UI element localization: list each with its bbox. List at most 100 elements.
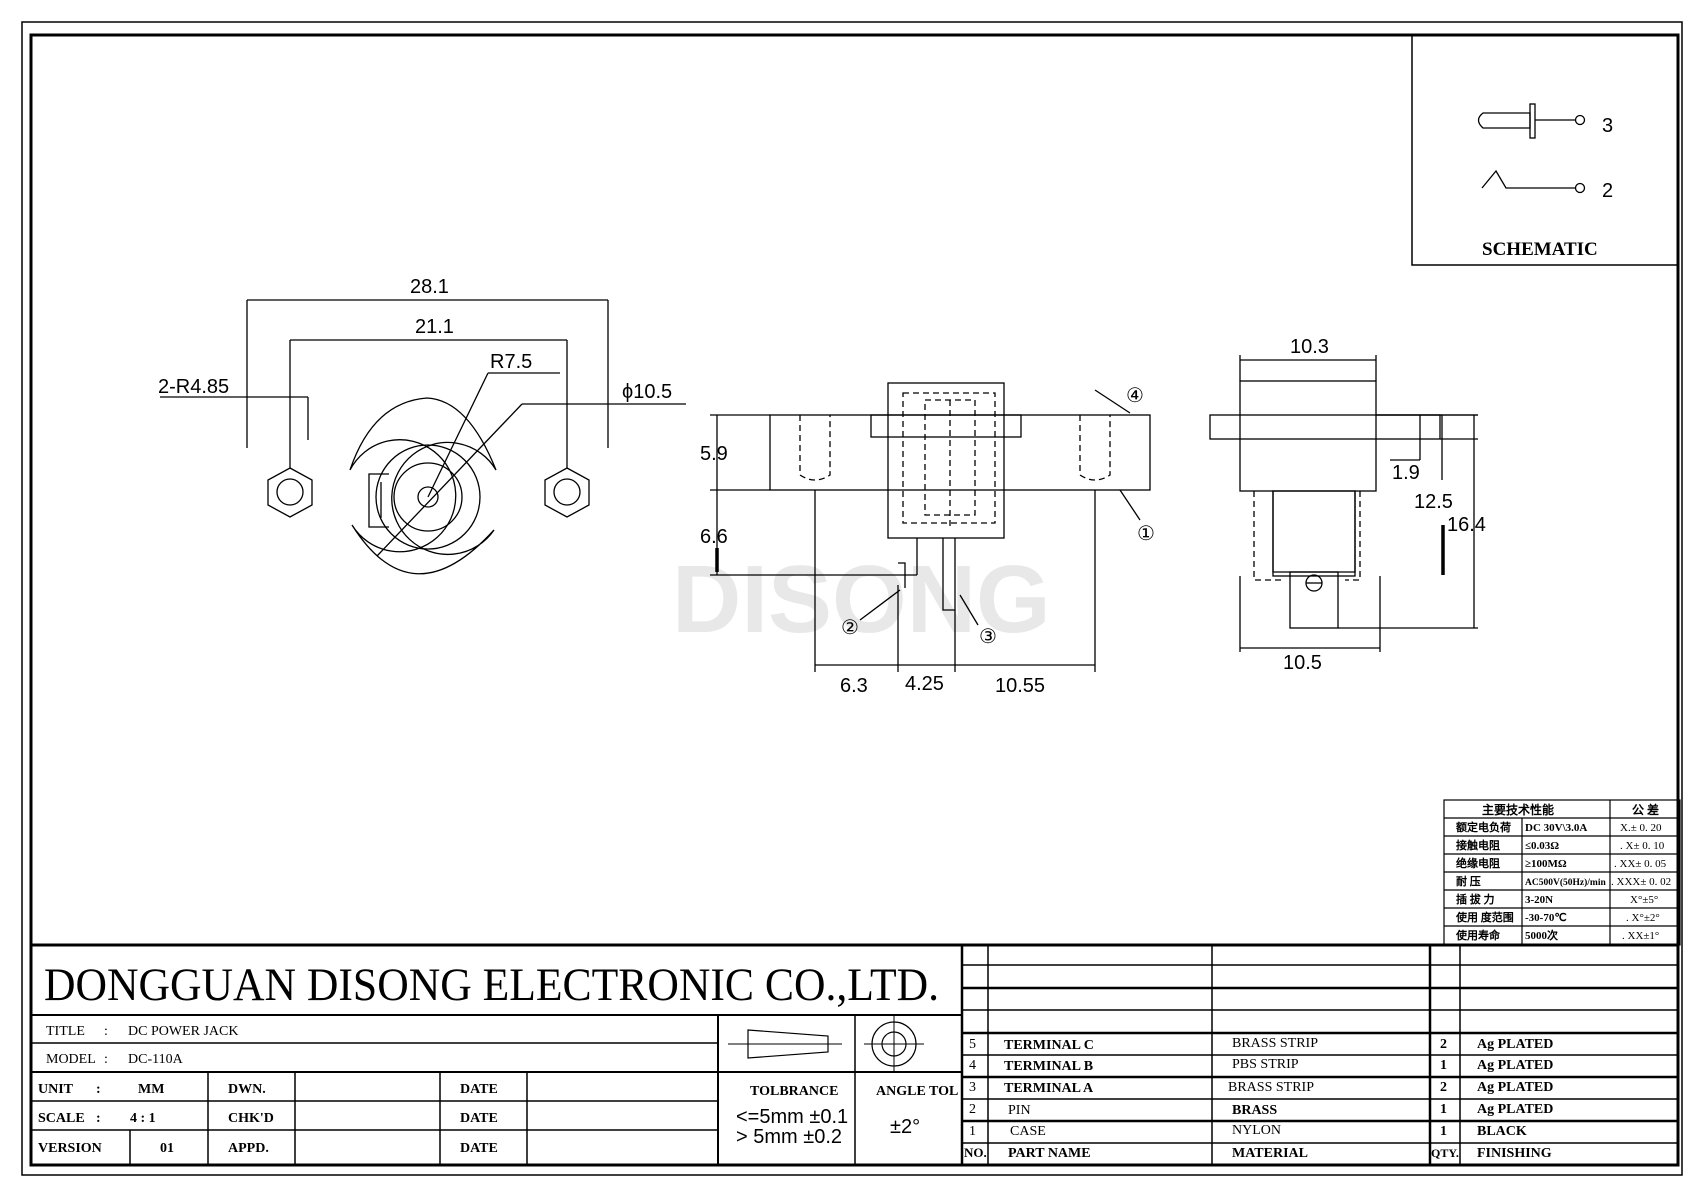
schematic-pin-3: 3 — [1602, 115, 1613, 137]
dim-10-5: 10.5 — [1283, 652, 1322, 674]
colon: : — [96, 1082, 101, 1097]
dim-16-4: 16.4 — [1447, 514, 1486, 536]
spec-tol-header: 公 差 — [1632, 802, 1659, 817]
dim-21-1: 21.1 — [415, 316, 454, 338]
tol-line-2: > 5mm ±0.2 — [736, 1126, 842, 1148]
bom-part-name: TERMINAL A — [1004, 1081, 1094, 1096]
model-label: MODEL — [46, 1052, 96, 1067]
bom-part-name: CASE — [1010, 1124, 1046, 1139]
chkd-label: CHK'D — [228, 1111, 274, 1126]
bom-rows: 5 TERMINAL C BRASS STRIP 2 Ag PLATED 4 T… — [964, 1036, 1553, 1161]
dim-6-3: 6.3 — [840, 675, 868, 697]
bom-no: 5 — [969, 1037, 976, 1052]
date-label: DATE — [460, 1111, 498, 1126]
bom-finish: Ag PLATED — [1477, 1037, 1553, 1052]
spec-header: 主要技术性能 — [1482, 802, 1554, 817]
bom-qty: 1 — [1440, 1058, 1447, 1073]
model-value: DC-110A — [128, 1052, 184, 1067]
callout-2: ② — [841, 615, 859, 639]
title-block-lines — [31, 943, 1678, 1165]
unit-fields: UNIT : MM SCALE : 4 : 1 VERSION 01 DWN. … — [38, 1082, 958, 1156]
spec-value: AC500V(50Hz)/min — [1525, 877, 1606, 888]
spec-key: 接触电阻 — [1456, 838, 1500, 852]
bom-material: BRASS — [1232, 1103, 1277, 1118]
title-fields: TITLE : DC POWER JACK MODEL : DC-110A — [46, 1024, 238, 1067]
callout-1: ① — [1137, 521, 1155, 545]
version-label: VERSION — [38, 1141, 102, 1156]
spec-key: 耐 压 — [1456, 874, 1481, 888]
dim-5-9: 5.9 — [700, 443, 728, 465]
bom-material: BRASS STRIP — [1232, 1036, 1318, 1051]
spec-value: ≥100MΩ — [1525, 858, 1567, 870]
appd-label: APPD. — [228, 1141, 269, 1156]
bom-no: 2 — [969, 1102, 976, 1117]
schematic-label: SCHEMATIC — [1482, 239, 1598, 260]
scale-label: SCALE — [38, 1111, 85, 1126]
bom-qty: 2 — [1440, 1037, 1447, 1052]
bom-no: 3 — [969, 1080, 976, 1095]
spec-key: 额定电负荷 — [1456, 820, 1511, 834]
bom-part-name: TERMINAL C — [1004, 1038, 1094, 1053]
spec-tol: . X°±2° — [1626, 912, 1660, 924]
dim-10-3: 10.3 — [1290, 336, 1329, 358]
bom-qty: 1 — [1440, 1102, 1447, 1117]
bom-finish: BLACK — [1477, 1124, 1527, 1139]
dim-6-6: 6.6 — [700, 526, 728, 548]
date-label: DATE — [460, 1082, 498, 1097]
unit-value: MM — [138, 1082, 164, 1097]
callout-3: ③ — [979, 624, 997, 648]
scale-value: 4 : 1 — [130, 1111, 156, 1126]
bom-finish: Ag PLATED — [1477, 1102, 1553, 1117]
bom-material: NYLON — [1232, 1123, 1281, 1138]
spec-value: ≤0.03Ω — [1525, 840, 1559, 852]
bom-qty: 2 — [1440, 1080, 1447, 1095]
spec-value: -30-70℃ — [1525, 912, 1567, 924]
dim-12-5: 12.5 — [1414, 491, 1453, 513]
bom-header-material: MATERIAL — [1232, 1146, 1308, 1161]
side-view — [710, 382, 1151, 672]
spec-tol: X.± 0. 20 — [1620, 822, 1662, 834]
dim-phi-10-5: ϕ10.5 — [622, 381, 672, 403]
spec-value: DC 30V\3.0A — [1525, 822, 1587, 834]
schematic-box — [1411, 35, 1678, 266]
colon: : — [104, 1052, 108, 1067]
tolerance-values: <=5mm ±0.1 > 5mm ±0.2 ±2° — [736, 1106, 920, 1148]
bom-part-name: PIN — [1008, 1103, 1031, 1118]
bom-finish: Ag PLATED — [1477, 1080, 1553, 1095]
angle-tol-label: ANGLE TOL — [876, 1084, 958, 1099]
dwn-label: DWN. — [228, 1082, 266, 1097]
tolerance-label: TOLBRANCE — [750, 1084, 838, 1099]
version-value: 01 — [160, 1141, 174, 1156]
tol-line-1: <=5mm ±0.1 — [736, 1106, 848, 1128]
spec-key: 使用寿命 — [1455, 928, 1501, 942]
bom-header-no: NO. — [964, 1145, 987, 1160]
dim-4-25: 4.25 — [905, 673, 944, 695]
bom-material: PBS STRIP — [1232, 1057, 1299, 1072]
angle-tol-value: ±2° — [890, 1116, 920, 1138]
colon: : — [96, 1111, 101, 1126]
end-view — [1209, 355, 1478, 652]
bom-header-finish: FINISHING — [1477, 1146, 1552, 1161]
spec-value: 5000次 — [1525, 928, 1558, 942]
bom-material: BRASS STRIP — [1228, 1080, 1314, 1095]
bom-qty: 1 — [1440, 1124, 1447, 1139]
date-label: DATE — [460, 1141, 498, 1156]
spec-value: 3-20N — [1525, 894, 1553, 906]
watermark: DISONG — [672, 546, 1051, 653]
spec-text: 主要技术性能 公 差 额定电负荷 DC 30V\3.0A X.± 0. 20 接… — [1455, 802, 1671, 942]
bom-finish: Ag PLATED — [1477, 1058, 1553, 1073]
title-label: TITLE — [46, 1024, 85, 1039]
front-view — [160, 299, 686, 575]
spec-tol: . XXX± 0. 02 — [1611, 876, 1671, 888]
bom-no: 1 — [969, 1124, 976, 1139]
dim-28-1: 28.1 — [410, 276, 449, 298]
schematic-pin-2: 2 — [1602, 180, 1613, 202]
title-value: DC POWER JACK — [128, 1024, 238, 1039]
bom-header-qty: QTY. — [1431, 1146, 1459, 1160]
spec-key: 绝缘电阻 — [1456, 856, 1500, 870]
bom-part-name: TERMINAL B — [1004, 1059, 1093, 1074]
dim-1-9: 1.9 — [1392, 462, 1420, 484]
dim-10-55: 10.55 — [995, 675, 1045, 697]
bom-no: 4 — [969, 1058, 976, 1073]
company-name: DONGGUAN DISONG ELECTRONIC CO.,LTD. — [44, 959, 939, 1011]
